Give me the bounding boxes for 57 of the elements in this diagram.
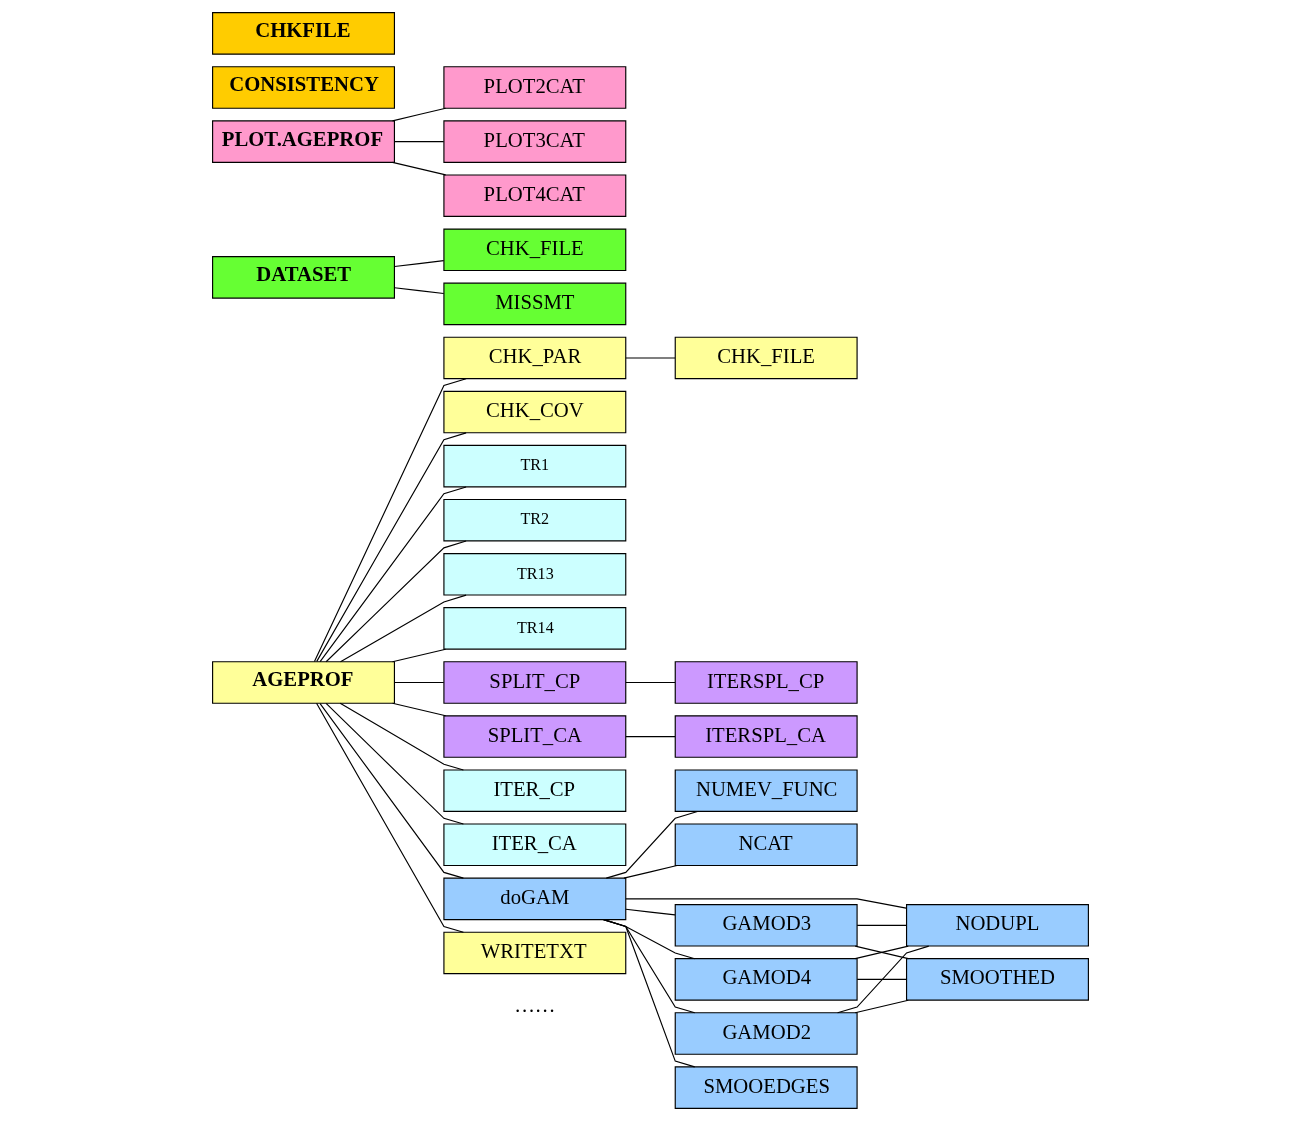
connector bbox=[393, 287, 445, 295]
node-box: TR1 bbox=[443, 444, 627, 488]
connector bbox=[837, 945, 930, 1014]
connector bbox=[316, 432, 467, 662]
connector bbox=[315, 702, 464, 933]
connector bbox=[854, 999, 909, 1014]
node-box: ITERSPL_CP bbox=[674, 661, 858, 704]
node-box: MISSMT bbox=[443, 282, 627, 326]
connector bbox=[392, 702, 447, 717]
node-box: NODUPL bbox=[906, 904, 1089, 947]
node-box: NCAT bbox=[674, 823, 858, 867]
connector bbox=[856, 978, 907, 980]
connector bbox=[625, 736, 676, 738]
node-box: PLOT.AGEPROF bbox=[212, 120, 395, 163]
node-box: GAMOD2 bbox=[674, 1012, 858, 1055]
node-box: CHK_PAR bbox=[443, 336, 627, 380]
node-box: CHK_FILE bbox=[674, 336, 858, 380]
connector bbox=[392, 161, 447, 176]
connector bbox=[393, 260, 445, 268]
node-box: AGEPROF bbox=[212, 661, 395, 704]
node-box: SPLIT_CP bbox=[443, 661, 627, 704]
node-box: PLOT4CAT bbox=[443, 174, 627, 217]
node-box: ITERSPL_CA bbox=[674, 715, 858, 758]
connector bbox=[625, 681, 676, 684]
node-box: WRITETXT bbox=[443, 931, 627, 975]
node-box: CHKFILE bbox=[212, 12, 395, 55]
node-box: GAMOD3 bbox=[674, 904, 858, 947]
node-box: CONSISTENCY bbox=[212, 66, 395, 109]
node-box: CHK_FILE bbox=[443, 228, 627, 272]
connector bbox=[339, 702, 464, 771]
connector bbox=[325, 702, 464, 825]
connector bbox=[392, 107, 447, 122]
node-box: TR2 bbox=[443, 498, 627, 542]
node-box: GAMOD4 bbox=[674, 958, 858, 1001]
node-box: ITER_CP bbox=[443, 769, 627, 812]
node-box: SMOOTHED bbox=[906, 958, 1089, 1001]
node-box: TR13 bbox=[443, 553, 627, 596]
node-box: PLOT2CAT bbox=[443, 66, 627, 109]
connector bbox=[856, 924, 907, 926]
node-box: SPLIT_CA bbox=[443, 715, 627, 758]
connector bbox=[854, 945, 909, 960]
connector bbox=[625, 908, 676, 916]
connector bbox=[392, 648, 447, 663]
node-box: ITER_CA bbox=[443, 823, 627, 867]
node-box: doGAM bbox=[443, 877, 627, 921]
connector bbox=[393, 141, 445, 143]
connector bbox=[623, 864, 678, 879]
connector bbox=[625, 898, 907, 909]
node-box: SMOOEDGES bbox=[674, 1066, 858, 1109]
connector bbox=[393, 681, 445, 684]
node-box: TR14 bbox=[443, 607, 627, 650]
label: …… bbox=[514, 994, 556, 1017]
node-box: PLOT3CAT bbox=[443, 120, 627, 163]
node-box: CHK_COV bbox=[443, 390, 627, 434]
node-box: DATASET bbox=[212, 256, 395, 299]
node-box: NUMEV_FUNC bbox=[674, 769, 858, 812]
connector bbox=[625, 357, 676, 359]
